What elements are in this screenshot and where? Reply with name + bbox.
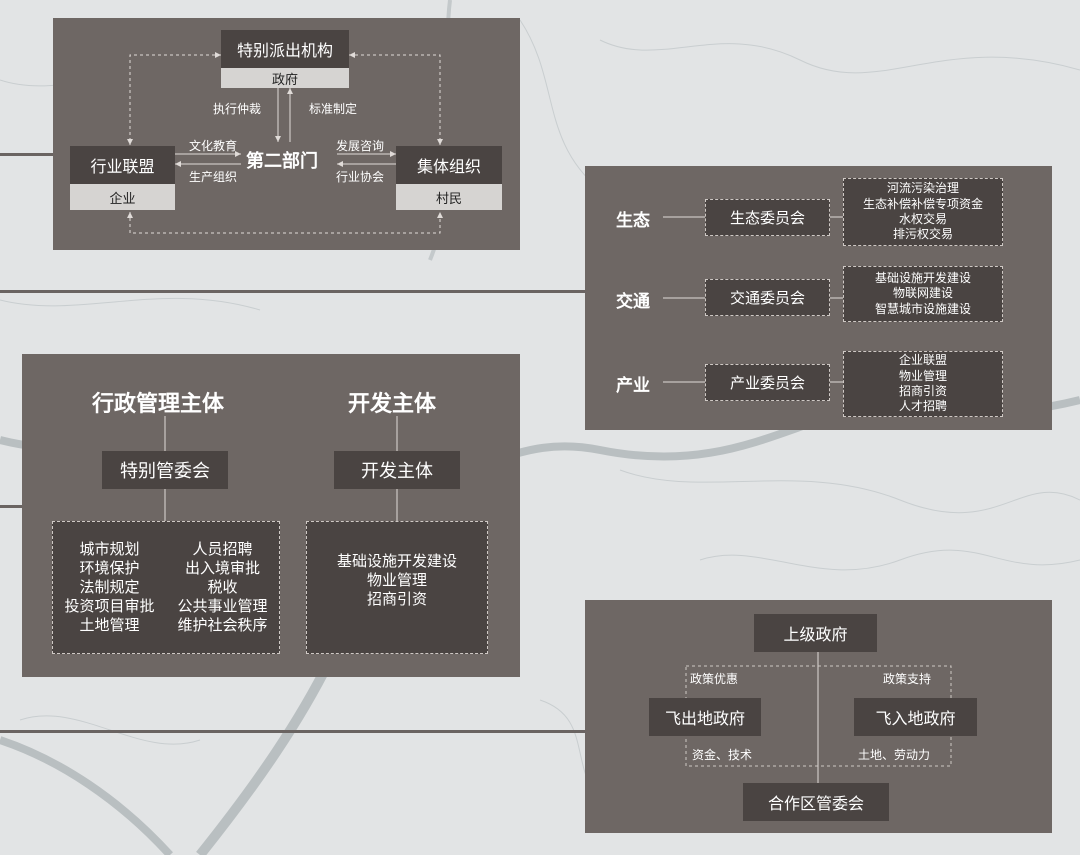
category-ecology: 生态 (616, 211, 650, 231)
industry-task: 招商引资 (898, 384, 947, 398)
transport-task: 物联网建设 (892, 286, 953, 301)
dev-duty: 物业管理 (366, 571, 427, 590)
ecology-committee-label: 生态委员会 (729, 209, 805, 227)
association-label: 行业协会 (336, 170, 385, 184)
industry-tasks-box: 企业联盟 物业管理 招商引资 人才招聘 (843, 351, 1003, 417)
superior-gov-label: 上级政府 (783, 625, 848, 644)
category-industry: 产业 (616, 376, 650, 396)
admin-duty: 环境保护 (79, 558, 140, 577)
governance-structure-panel: 特别派出机构 政府 行业联盟 企业 集体组织 村民 第二部门 执行仲裁 标准制定… (53, 18, 520, 250)
collective-org-box: 集体组织 (396, 146, 502, 184)
industry-task: 物业管理 (898, 368, 947, 383)
admin-committee-box: 特别管委会 (102, 451, 228, 489)
dev-duties-box: 基础设施开发建设 物业管理 招商引资 (306, 521, 488, 654)
outflow-gov-box: 飞出地政府 (649, 698, 761, 736)
industry-alliance-label: 行业联盟 (90, 157, 155, 176)
standard-label: 标准制定 (309, 102, 358, 116)
ecology-committee-box: 生态委员会 (705, 199, 830, 236)
special-agency-sub: 政府 (221, 68, 349, 88)
capital-tech-label: 资金、技术 (692, 748, 753, 762)
policy-preference-label: 政策优惠 (690, 672, 739, 686)
category-transport: 交通 (616, 292, 650, 312)
enforce-label: 执行仲裁 (213, 102, 262, 116)
industry-task: 人才招聘 (898, 399, 947, 414)
coop-committee-box: 合作区管委会 (743, 783, 889, 821)
ecology-tasks-box: 河流污染治理 生态补偿补偿专项资金 水权交易 排污权交易 (843, 178, 1003, 246)
admin-duties-box: 城市规划 环境保护 法制规定 投资项目审批 土地管理 人员招聘 出入境审批 税收… (52, 521, 280, 654)
special-agency-box: 特别派出机构 (221, 30, 349, 68)
ecology-task: 水权交易 (898, 212, 947, 226)
ecology-task: 生态补偿补偿专项资金 (862, 196, 983, 211)
ecology-task: 排污权交易 (892, 227, 953, 242)
industry-alliance-box: 行业联盟 (70, 146, 175, 184)
dev-entity-box: 开发主体 (334, 451, 460, 489)
admin-committee-label: 特别管委会 (120, 461, 210, 482)
admin-duty: 公共事业管理 (177, 597, 268, 616)
ecology-task: 河流污染治理 (886, 181, 959, 196)
cooperation-panel: 上级政府 政策优惠 政策支持 飞出地政府 飞入地政府 资金、技术 土地、劳动力 … (585, 600, 1052, 833)
admin-duty: 法制规定 (79, 577, 140, 596)
industry-alliance-sub: 企业 (70, 184, 175, 210)
admin-duty: 维护社会秩序 (177, 616, 268, 635)
dev-duty: 基础设施开发建设 (336, 552, 457, 570)
collective-org-label: 集体组织 (416, 157, 481, 176)
transport-task: 基础设施开发建设 (874, 270, 971, 285)
admin-duty: 土地管理 (79, 616, 140, 635)
industry-task: 企业联盟 (898, 353, 947, 368)
admin-duty: 投资项目审批 (64, 597, 155, 616)
production-label: 生产组织 (189, 170, 238, 184)
inflow-gov-label: 飞入地政府 (875, 709, 956, 728)
superior-gov-box: 上级政府 (754, 614, 877, 652)
industry-committee-box: 产业委员会 (705, 364, 830, 401)
admin-duty: 城市规划 (79, 539, 140, 558)
second-dept-label: 第二部门 (246, 151, 318, 172)
inflow-gov-box: 飞入地政府 (854, 698, 977, 736)
transport-task: 智慧城市设施建设 (874, 301, 971, 316)
collective-org-sub-label: 村民 (435, 191, 462, 207)
admin-duty: 人员招聘 (192, 539, 253, 558)
consult-label: 发展咨询 (336, 139, 385, 153)
industry-committee-label: 产业委员会 (729, 374, 805, 392)
admin-duty: 税收 (207, 577, 238, 596)
special-agency-sub-label: 政府 (271, 72, 298, 88)
policy-support-label: 政策支持 (883, 672, 932, 686)
dev-entity-label: 开发主体 (361, 461, 433, 482)
committee-panel: 生态 生态委员会 河流污染治理 生态补偿补偿专项资金 水权交易 排污权交易 交通… (585, 166, 1052, 430)
transport-committee-label: 交通委员会 (729, 289, 805, 307)
admin-title: 行政管理主体 (92, 392, 225, 417)
dev-title: 开发主体 (348, 392, 437, 417)
special-agency-label: 特别派出机构 (236, 41, 333, 60)
land-labor-label: 土地、劳动力 (858, 748, 931, 762)
transport-committee-box: 交通委员会 (705, 279, 830, 316)
coop-committee-label: 合作区管委会 (767, 794, 864, 813)
transport-tasks-box: 基础设施开发建设 物联网建设 智慧城市设施建设 (843, 266, 1003, 322)
outflow-gov-label: 飞出地政府 (664, 709, 745, 728)
admin-duty: 出入境审批 (184, 558, 260, 577)
collective-org-sub: 村民 (396, 184, 502, 210)
dev-duty: 招商引资 (366, 590, 427, 609)
culture-label: 文化教育 (189, 139, 238, 153)
industry-alliance-sub-label: 企业 (109, 191, 136, 207)
management-panel: 行政管理主体 开发主体 特别管委会 开发主体 城市规划 环境保护 法制规定 投资… (22, 354, 520, 677)
